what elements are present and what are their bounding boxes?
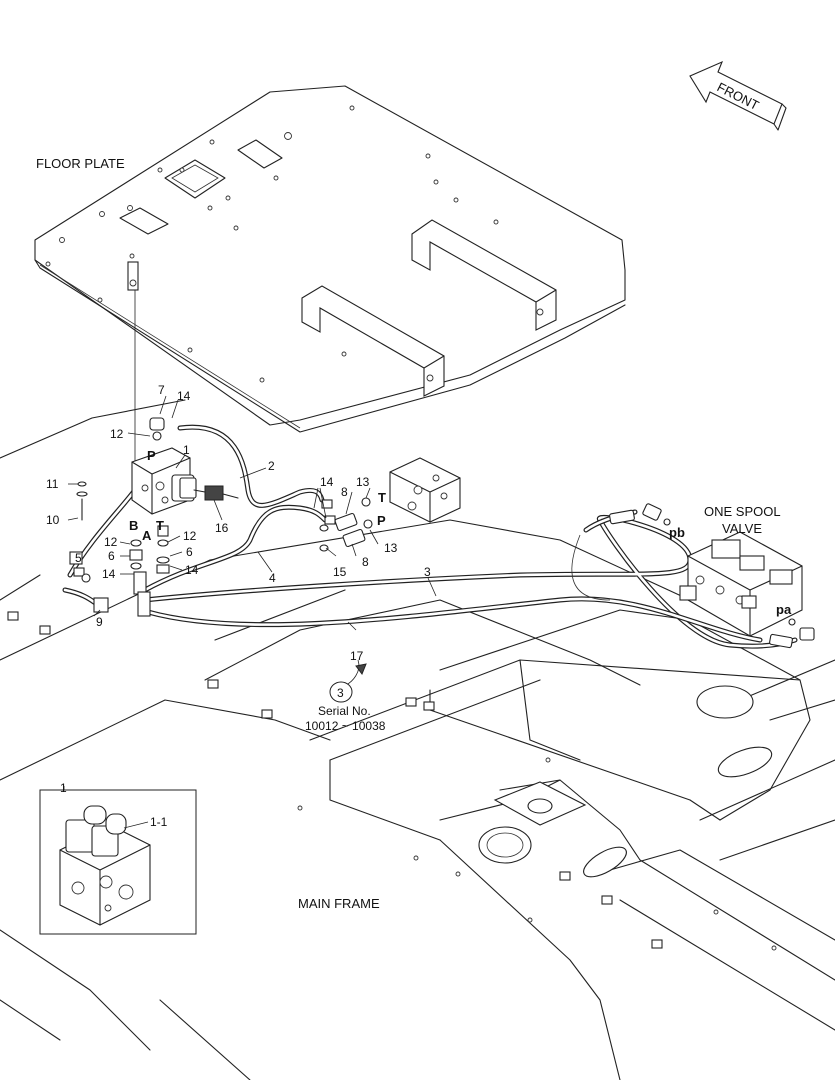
- main-frame: [0, 399, 835, 1080]
- callout-10: 10: [46, 513, 60, 527]
- callout-12-c: 12: [183, 529, 197, 543]
- port-pa-label: pa: [776, 602, 792, 617]
- callout-4: 4: [269, 571, 276, 585]
- callout-16: 16: [215, 521, 229, 535]
- callout-8-b: 8: [362, 555, 369, 569]
- callout-15: 15: [333, 565, 347, 579]
- port-t2-label: T: [378, 490, 386, 505]
- serial-circle: [329, 681, 353, 703]
- inset-detail: [39, 786, 197, 935]
- callout-6-b: 6: [186, 545, 193, 559]
- port-t-label: T: [156, 518, 164, 533]
- one-spool-label-2: VALVE: [722, 521, 762, 536]
- port-pb-label: pb: [669, 525, 685, 540]
- solenoid-valve-block: [69, 417, 239, 617]
- floor-plate-label: FLOOR PLATE: [36, 156, 125, 171]
- port-p2-label: P: [377, 513, 386, 528]
- text-labels: FLOOR PLATE MAIN FRAME ONE SPOOL VALVE 3…: [36, 156, 792, 911]
- serial-range-label: 10012 ~ 10038: [305, 719, 386, 733]
- callout-6-a: 6: [108, 549, 115, 563]
- callout-14-a: 14: [177, 389, 191, 403]
- callout-13-a: 13: [356, 475, 370, 489]
- callout-7: 7: [158, 383, 165, 397]
- callout-2: 2: [268, 459, 275, 473]
- callout-12-b: 12: [104, 535, 118, 549]
- callout-9: 9: [96, 615, 103, 629]
- main-frame-label: MAIN FRAME: [298, 896, 380, 911]
- callout-1: 1: [183, 443, 190, 457]
- callout-13-b: 13: [384, 541, 398, 555]
- inset-callout-1-1: 1-1: [150, 815, 168, 829]
- leader-lines: [67, 395, 437, 686]
- one-spool-valve: [609, 503, 815, 649]
- callout-12-a: 12: [110, 427, 124, 441]
- front-arrow: FRONT: [689, 60, 787, 131]
- callout-14-d: 14: [320, 475, 334, 489]
- floor-plate: [34, 85, 626, 466]
- port-p-label: P: [147, 448, 156, 463]
- port-b-label: B: [129, 518, 138, 533]
- hoses: [62, 424, 798, 649]
- serial-circle-number: 3: [337, 686, 344, 700]
- one-spool-label-1: ONE SPOOL: [704, 504, 781, 519]
- port-a-label: A: [142, 528, 152, 543]
- callout-11: 11: [46, 477, 59, 491]
- callout-14-c: 14: [185, 563, 199, 577]
- callout-3: 3: [424, 565, 431, 579]
- inset-callout-1: 1: [60, 781, 67, 795]
- port-block: [319, 457, 461, 552]
- callout-8-a: 8: [341, 485, 348, 499]
- callout-17: 17: [350, 649, 364, 663]
- callout-5: 5: [75, 551, 82, 565]
- callout-14-b: 14: [102, 567, 116, 581]
- serial-no-label: Serial No.: [318, 704, 371, 718]
